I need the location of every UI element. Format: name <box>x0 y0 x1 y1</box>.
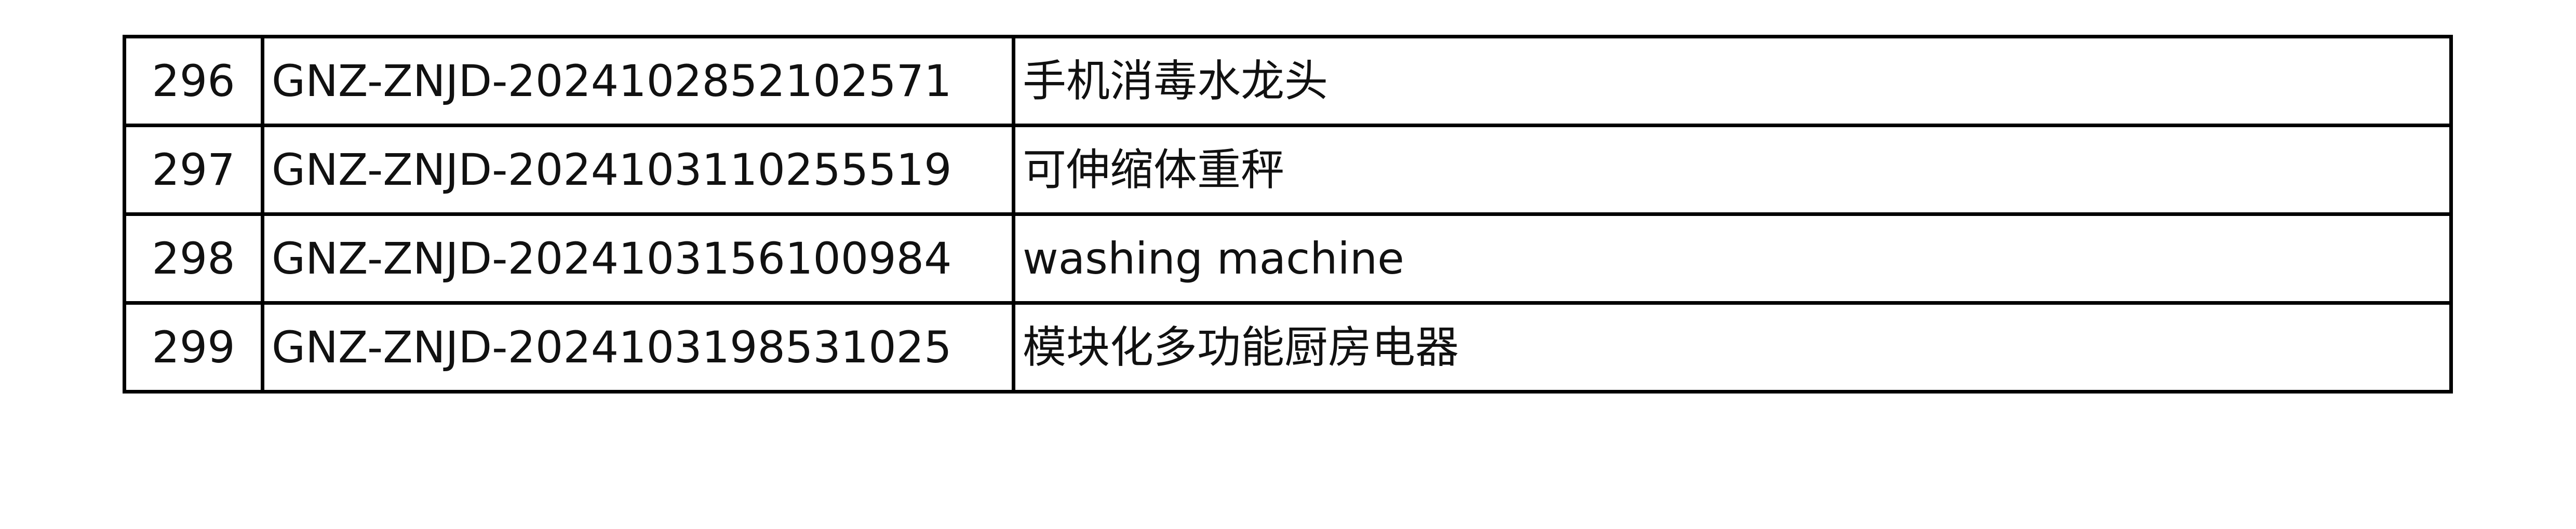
patent-code-cell: GNZ-ZNJD-2024102852102571 <box>261 35 1015 127</box>
product-name-cell: 可伸缩体重秤 <box>1012 124 2453 216</box>
row-number-cell: 296 <box>123 35 264 127</box>
table-row: 296 GNZ-ZNJD-2024102852102571 手机消毒水龙头 <box>123 35 2453 127</box>
patent-code-cell: GNZ-ZNJD-2024103156100984 <box>261 212 1015 305</box>
row-number-cell: 299 <box>123 301 264 394</box>
table-row: 299 GNZ-ZNJD-2024103198531025 模块化多功能厨房电器 <box>123 301 2453 394</box>
patent-code-cell: GNZ-ZNJD-2024103198531025 <box>261 301 1015 394</box>
patent-code-cell: GNZ-ZNJD-2024103110255519 <box>261 124 1015 216</box>
table-row: 298 GNZ-ZNJD-2024103156100984 washing ma… <box>123 212 2453 305</box>
row-number-cell: 297 <box>123 124 264 216</box>
table-row: 297 GNZ-ZNJD-2024103110255519 可伸缩体重秤 <box>123 124 2453 216</box>
row-number-cell: 298 <box>123 212 264 305</box>
product-table: 296 GNZ-ZNJD-2024102852102571 手机消毒水龙头 29… <box>123 35 2453 394</box>
product-name-cell: 手机消毒水龙头 <box>1012 35 2453 127</box>
product-name-cell: 模块化多功能厨房电器 <box>1012 301 2453 394</box>
product-name-cell: washing machine <box>1012 212 2453 305</box>
